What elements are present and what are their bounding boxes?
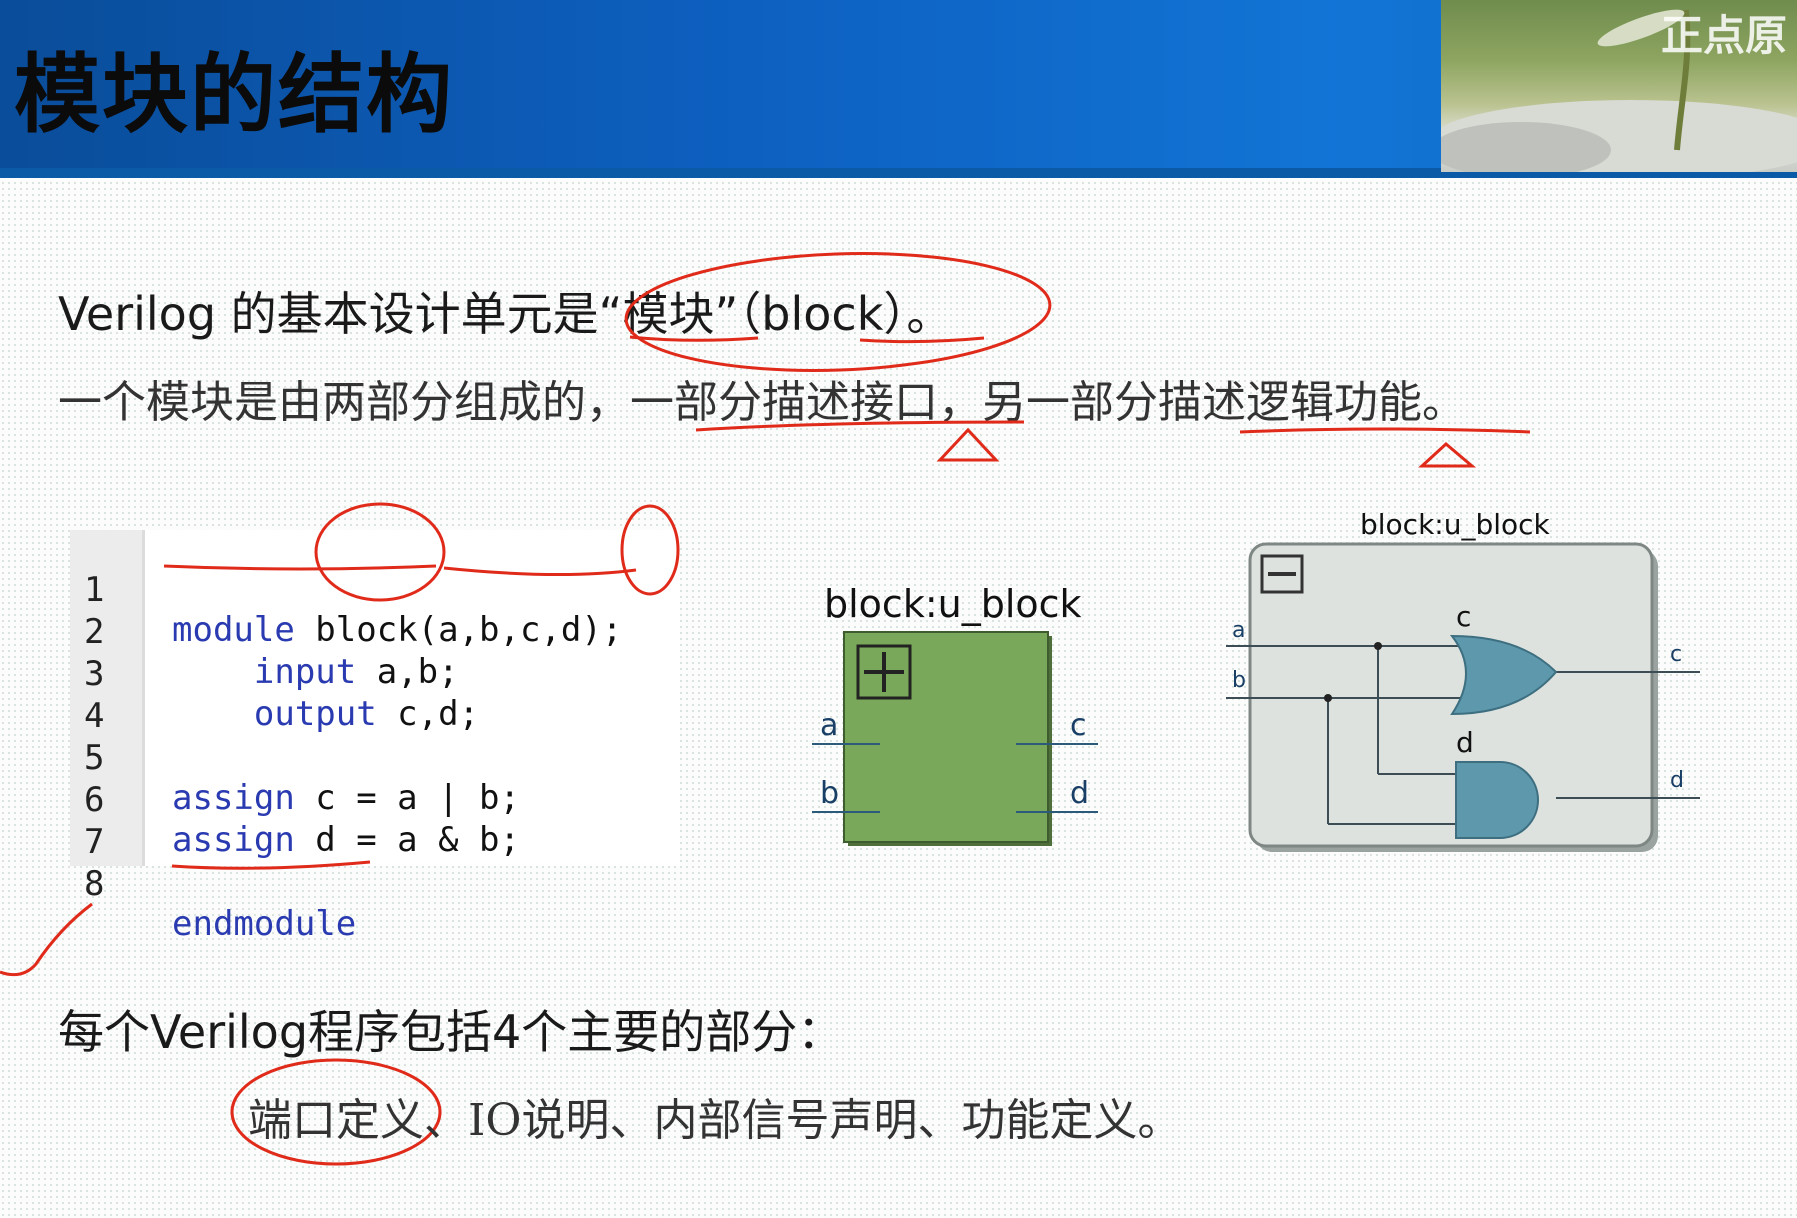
code-line: 7 [70, 782, 152, 862]
code-text: d = a & b; [294, 820, 520, 860]
collapse-box [1260, 554, 1304, 594]
port-label-c: c [1070, 708, 1087, 743]
block-symbol-shadow [848, 636, 1052, 846]
rtl-port-b: b [1232, 668, 1246, 693]
intro-line-1: Verilog 的基本设计单元是“模块”（block）。 [58, 287, 953, 341]
line-number: 5 [84, 738, 105, 778]
keyword: input [172, 652, 357, 692]
code-line: 4 [70, 656, 152, 736]
code-line: 8 endmodule [70, 824, 356, 944]
or-gate-label: c [1456, 600, 1472, 633]
code-line: 5 assign c = a | b; [70, 698, 520, 818]
code-line: 3 output c,d; [70, 614, 479, 734]
rtl-title: block:u_block [1360, 508, 1550, 541]
keyword: endmodule [172, 904, 357, 944]
block-symbol-title: block:u_block [824, 582, 1082, 626]
block-symbol-body [843, 631, 1049, 843]
code-text: a,b; [356, 652, 459, 692]
or-gate [1449, 634, 1558, 716]
line-number: 1 [84, 570, 105, 610]
code-line: 2 input a,b; [70, 572, 459, 692]
rtl-shadow [1256, 550, 1658, 852]
rtl-port-d: d [1670, 768, 1684, 793]
summary-line-2: 端口定义、IO说明、内部信号声明、功能定义。 [248, 1095, 1182, 1146]
rtl-port-a: a [1232, 618, 1246, 643]
port-label-a: a [820, 708, 839, 743]
and-gate-label: d [1456, 726, 1474, 759]
code-listing: 1 module block(a,b,c,d); 2 input a,b; 3 … [70, 530, 680, 944]
code-line: 1 module block(a,b,c,d); [70, 530, 622, 650]
line-number: 7 [84, 822, 105, 862]
code-text: c = a | b; [294, 778, 520, 818]
code-text: block(a,b,c,d); [294, 610, 623, 650]
header-divider [0, 168, 1797, 178]
line-number: 4 [84, 696, 105, 736]
summary-line-1: 每个Verilog程序包括4个主要的部分： [58, 1005, 844, 1059]
line-number-gutter [70, 530, 145, 866]
code-text: c,d; [376, 694, 480, 734]
watermark-logo: 正点原 [1660, 11, 1787, 60]
intro-line-2: 一个模块是由两部分组成的，一部分描述接口，另一部分描述逻辑功能。 [58, 377, 1466, 428]
and-gate [1455, 761, 1539, 839]
line-number: 8 [84, 864, 105, 904]
port-label-b: b [820, 776, 840, 811]
line-number: 6 [84, 780, 105, 820]
port-label-d: d [1070, 776, 1090, 811]
keyword: assign [172, 820, 295, 860]
slide-title: 模块的结构 [14, 45, 454, 145]
keyword: module [172, 610, 295, 650]
rtl-port-c: c [1670, 642, 1683, 667]
keyword: assign [172, 778, 295, 818]
photo-art [1441, 9, 1797, 172]
header-photo: 正点原 [1441, 0, 1797, 172]
keyword: output [172, 694, 377, 734]
expand-box [856, 644, 912, 700]
line-number: 3 [84, 654, 105, 694]
rtl-body [1248, 542, 1654, 848]
code-line: 6 assign d = a & b; [70, 740, 520, 860]
line-number: 2 [84, 612, 105, 652]
